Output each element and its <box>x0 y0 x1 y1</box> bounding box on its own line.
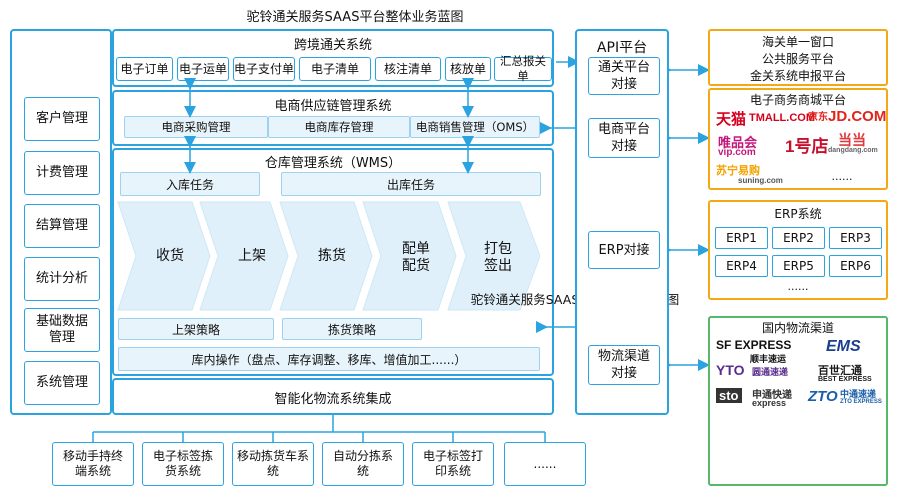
chevron-putaway <box>199 201 289 311</box>
chevron-allocate <box>362 201 457 311</box>
erp-item-3[interactable]: ERP3 <box>829 227 882 249</box>
chevron-picking <box>279 201 373 311</box>
left-item-settlement[interactable]: 结算管理 <box>24 204 100 248</box>
erp-item-1[interactable]: ERP1 <box>715 227 768 249</box>
step-receive: 收货 <box>156 247 184 264</box>
wms-putaway-strategy[interactable]: 上架策略 <box>118 318 274 340</box>
erp-title: ERP系统 <box>774 207 822 221</box>
erp-item-4[interactable]: ERP4 <box>715 255 768 277</box>
customs-item-waybill[interactable]: 电子运单 <box>177 57 229 81</box>
chevron-receive <box>117 201 211 311</box>
erp-frame <box>708 200 888 300</box>
customs-item-list[interactable]: 电子清单 <box>299 57 371 81</box>
left-item-system[interactable]: 系统管理 <box>24 361 100 405</box>
wms-picking-strategy[interactable]: 拣货策略 <box>282 318 422 340</box>
erp-item-2[interactable]: ERP2 <box>772 227 825 249</box>
customs-window-1: 海关单一窗口 <box>761 35 834 49</box>
sf-logo: SF EXPRESS <box>716 338 792 352</box>
dangdang-logo-text: dangdang.com <box>828 147 878 154</box>
supply-item-sales[interactable]: 电商销售管理（OMS） <box>410 116 540 138</box>
sto-logo-en: express <box>752 398 787 408</box>
zto-logo-en: ZTO EXPRESS <box>840 399 882 405</box>
erp-more: ...... <box>787 280 809 293</box>
ems-logo: EMS <box>826 338 861 355</box>
supply-item-purchase[interactable]: 电商采购管理 <box>124 116 268 138</box>
step-putaway: 上架 <box>238 247 266 264</box>
step-picking: 拣货 <box>318 247 346 264</box>
customs-system-title: 跨境通关系统 <box>293 38 372 53</box>
logistics-integration-title: 智能化物流系统集成 <box>274 392 392 407</box>
dangdang-logo: 当当 <box>838 132 866 148</box>
bottom-picking-cart[interactable]: 移动拣货车系统 <box>232 442 314 486</box>
sf-logo-cn: 顺丰速运 <box>750 354 787 364</box>
ecommerce-frame <box>708 88 888 190</box>
yto-logo-cn: 圆通速递 <box>752 367 789 377</box>
customs-window-frame <box>708 29 888 86</box>
step-pack: 打包签出 <box>484 241 512 274</box>
logistics-title: 国内物流渠道 <box>761 321 834 335</box>
tmall-logo: 天猫 <box>716 111 747 128</box>
chevron-pack <box>447 201 541 311</box>
erp-item-6[interactable]: ERP6 <box>829 255 882 277</box>
best-logo-en: BEST EXPRESS <box>818 376 872 383</box>
wms-inventory-ops[interactable]: 库内操作（盘点、库存调整、移库、增值加工......） <box>118 347 540 371</box>
left-item-billing[interactable]: 计费管理 <box>24 151 100 195</box>
ecommerce-title: 电子商务商城平台 <box>749 93 846 107</box>
sto-logo: sto <box>716 388 742 403</box>
customs-item-payment[interactable]: 电子支付单 <box>233 57 295 81</box>
zto-logo-cn: 中通速递 <box>840 389 877 399</box>
ecommerce-more: ...... <box>831 170 853 183</box>
yto-logo: YTO <box>716 362 745 378</box>
left-item-base-data[interactable]: 基础数据管理 <box>24 308 100 352</box>
yhd-logo: 1号店 <box>785 137 829 156</box>
left-item-customer[interactable]: 客户管理 <box>24 97 100 141</box>
logistics-integration-frame <box>112 378 554 415</box>
bottom-auto-sort[interactable]: 自动分拣系统 <box>322 442 404 486</box>
supply-item-inventory[interactable]: 电商库存管理 <box>268 116 410 138</box>
customs-item-order[interactable]: 电子订单 <box>116 57 173 81</box>
wms-inbound-task[interactable]: 入库任务 <box>120 172 260 196</box>
customs-item-summary[interactable]: 汇总报关单 <box>494 54 552 83</box>
customs-item-verify-list[interactable]: 核注清单 <box>375 57 441 81</box>
bottom-more: ...... <box>504 442 586 486</box>
best-logo: 百世汇通 <box>818 365 862 377</box>
bottom-handheld[interactable]: 移动手持终端系统 <box>52 442 134 486</box>
left-item-statistics[interactable]: 统计分析 <box>24 257 100 301</box>
bottom-label-picking[interactable]: 电子标签拣货系统 <box>142 442 224 486</box>
api-ecommerce[interactable]: 电商平台对接 <box>588 118 660 158</box>
erp-item-5[interactable]: ERP5 <box>772 255 825 277</box>
vip-logo-text: vip.com <box>718 147 756 158</box>
step-allocate: 配单配货 <box>402 241 430 274</box>
jd-logo-cn: 京东 <box>808 112 828 123</box>
zto-logo: ZTO <box>808 388 838 405</box>
customs-window-3: 金关系统申报平台 <box>749 69 846 83</box>
wms-outbound-task[interactable]: 出库任务 <box>281 172 541 196</box>
api-customs[interactable]: 通关平台对接 <box>588 57 660 95</box>
sto-logo-cn: 申通快递 <box>752 390 792 401</box>
tmall-logo-text: TMALL.COM <box>749 112 815 124</box>
suning-logo-text: suning.com <box>738 176 783 185</box>
customs-window-2: 公共服务平台 <box>761 52 834 66</box>
bottom-label-print[interactable]: 电子标签打印系统 <box>412 442 494 486</box>
supply-chain-title: 电商供应链管理系统 <box>274 99 392 114</box>
wms-title: 仓库管理系统（WMS） <box>264 156 402 171</box>
jd-logo: JD.COM <box>828 108 887 125</box>
api-title: API平台 <box>596 40 648 56</box>
page-title: 驼铃通关服务SAAS平台整体业务蓝图 <box>246 10 464 25</box>
vip-logo: 唯品会 <box>718 135 758 150</box>
suning-logo: 苏宁易购 <box>716 165 760 177</box>
api-erp[interactable]: ERP对接 <box>588 231 660 269</box>
api-logistics[interactable]: 物流渠道对接 <box>588 345 660 385</box>
